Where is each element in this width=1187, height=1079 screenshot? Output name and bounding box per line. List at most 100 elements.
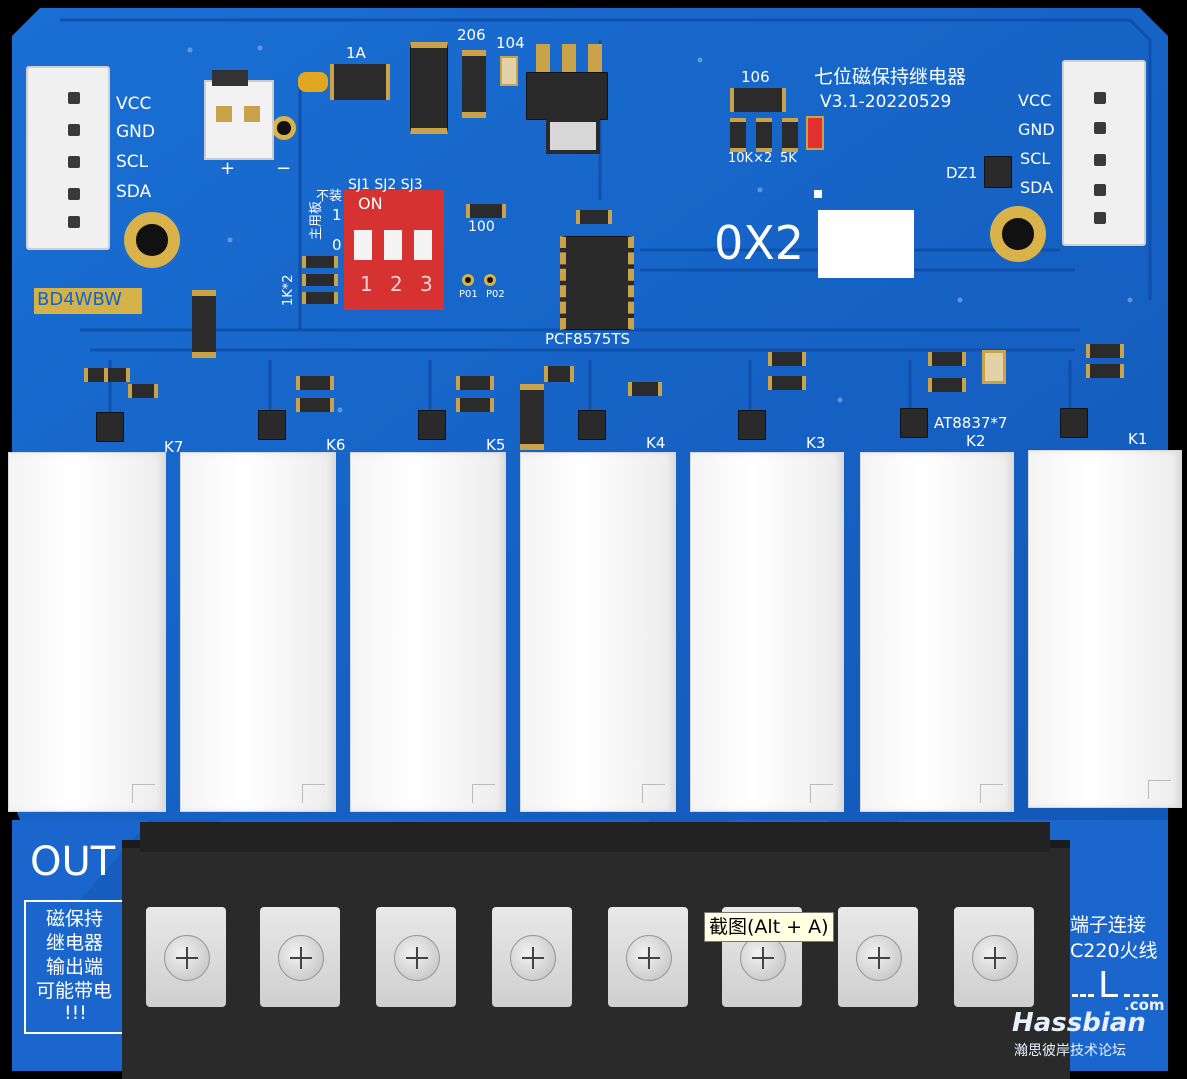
left-pin-sda: SDA — [116, 182, 152, 202]
p01-pad — [462, 274, 474, 286]
out-label: OUT — [30, 839, 116, 885]
terminal-screw[interactable] — [164, 935, 210, 981]
right-l-dash — [1124, 994, 1158, 1000]
passive — [928, 352, 966, 366]
driver-ic-4 — [578, 410, 606, 440]
relay-label-k4: K4 — [646, 434, 666, 452]
passive — [456, 376, 494, 390]
board-tag-box — [34, 288, 142, 314]
right-l-dash — [1064, 994, 1094, 1000]
terminal-slot-4[interactable] — [482, 885, 582, 1025]
r10k-b — [756, 118, 772, 152]
fuse-small — [192, 290, 216, 358]
passive — [456, 398, 494, 412]
dip-toggle-2[interactable] — [384, 230, 402, 260]
passive — [296, 398, 334, 412]
dip-switch[interactable] — [344, 190, 444, 310]
left-pin-vcc: VCC — [116, 94, 152, 114]
right-l-label: L — [1098, 965, 1119, 1006]
right-note-1: 端子连接 — [1070, 914, 1147, 936]
label-block — [818, 210, 914, 278]
dip-num-3: 3 — [420, 272, 433, 296]
watermark-main: Hassbian — [1012, 1008, 1146, 1038]
terminal-screw[interactable] — [626, 935, 672, 981]
sj-label: SJ1 SJ2 SJ3 — [348, 177, 423, 193]
warning-line-1: 磁保持 — [46, 908, 104, 930]
right-pin-sda: SDA — [1020, 178, 1054, 197]
left-header-connector — [26, 66, 110, 250]
r1k-a — [302, 256, 338, 268]
r206-component — [462, 50, 486, 118]
passive — [544, 366, 574, 382]
power-connector-top — [212, 70, 248, 86]
terminal-slot-5[interactable] — [366, 885, 466, 1025]
terminal-screw[interactable] — [278, 935, 324, 981]
driver-ic-3 — [738, 410, 766, 440]
terminal-screw[interactable] — [856, 935, 902, 981]
passive — [104, 368, 130, 382]
driver-ic-7 — [96, 412, 124, 442]
capacitor-gold — [298, 72, 328, 92]
screenshot-tooltip: 截图(Alt + A) — [704, 912, 834, 942]
dip-toggle-1[interactable] — [354, 230, 372, 260]
dip-toggle-3[interactable] — [414, 230, 432, 260]
terminal-slot-l[interactable] — [944, 885, 1044, 1025]
tooltip-text: 截图(Alt + A) — [709, 916, 829, 938]
board-title: 七位磁保持继电器 — [814, 66, 967, 88]
p02-pad — [484, 274, 496, 286]
driver-label: AT8837*7 — [934, 414, 1008, 432]
terminal-screw[interactable] — [740, 935, 786, 981]
right-header-connector — [1062, 60, 1146, 246]
label-block-dot — [814, 190, 822, 198]
relay-k3 — [690, 452, 844, 812]
test-hole — [272, 116, 296, 140]
fuse-label: 1A — [346, 44, 366, 62]
header-pin — [1094, 122, 1106, 134]
terminal-slot-7[interactable] — [136, 885, 236, 1025]
relay-k7 — [8, 452, 166, 812]
terminal-slot-1[interactable] — [828, 885, 928, 1025]
passive — [296, 376, 334, 390]
terminal-screw[interactable] — [394, 935, 440, 981]
mainboard-label: 主用板 — [309, 200, 324, 240]
notfit-label: 不装 — [316, 189, 343, 204]
warning-line-2: 继电器 — [46, 932, 104, 954]
minus-label: − — [276, 158, 292, 179]
terminal-screw[interactable] — [510, 935, 556, 981]
c100-component — [466, 204, 506, 218]
header-pin — [68, 92, 80, 104]
terminal-block-top — [140, 822, 1050, 852]
relay-label-k7: K7 — [164, 438, 184, 456]
p01-label: P01 — [459, 289, 478, 300]
right-pin-gnd: GND — [1018, 120, 1055, 139]
passive — [520, 384, 544, 450]
cap-gold — [982, 350, 1006, 384]
p02-label: P02 — [486, 289, 505, 300]
dip-num-1: 1 — [360, 272, 373, 296]
left-pin-scl: SCL — [116, 152, 149, 172]
relay-k1 — [1028, 450, 1182, 808]
left-pin-gnd: GND — [116, 122, 155, 142]
dip-on-label: ON — [358, 194, 383, 213]
terminal-slot-6[interactable] — [250, 885, 350, 1025]
dz1-component — [984, 156, 1012, 188]
r206-label: 206 — [457, 26, 486, 44]
regulator-pad — [546, 118, 600, 154]
r10k-a — [730, 118, 746, 152]
terminal-slot-3[interactable] — [598, 885, 698, 1025]
terminal-screw[interactable] — [972, 935, 1018, 981]
warning-line-3: 输出端 — [46, 956, 104, 978]
passive — [1086, 344, 1124, 358]
dip-side-1: 1 — [332, 206, 342, 224]
r5k-label: 5K — [780, 151, 797, 166]
driver-ic-2 — [900, 408, 928, 438]
c100-label: 100 — [468, 219, 495, 235]
relay-label-k5: K5 — [486, 436, 506, 454]
relay-label-k2: K2 — [966, 432, 986, 450]
ic-decoupling-cap — [576, 210, 612, 224]
right-pin-scl: SCL — [1020, 149, 1051, 168]
r5k — [782, 118, 798, 152]
terminal-slot-2[interactable] — [712, 885, 812, 1025]
power-connector — [204, 80, 274, 160]
c104-label: 104 — [496, 34, 525, 52]
